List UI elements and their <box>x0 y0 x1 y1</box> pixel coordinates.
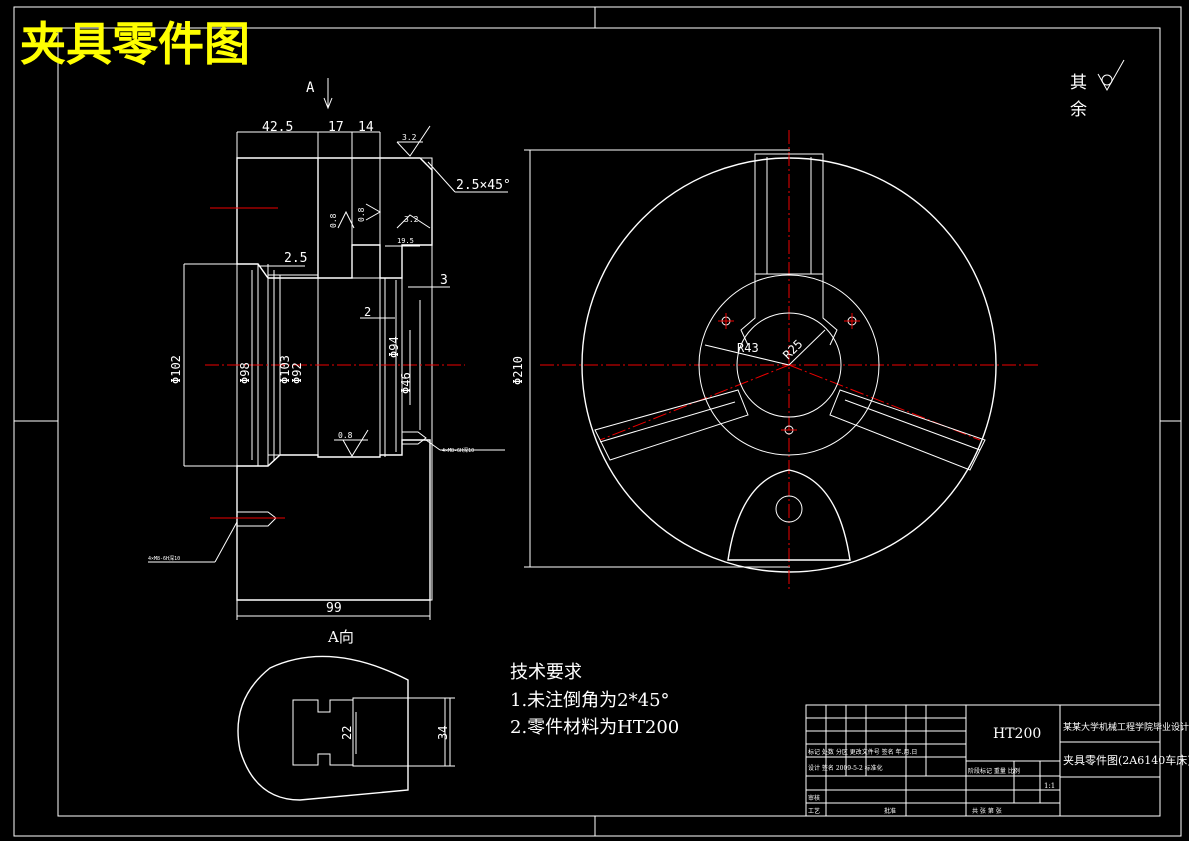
tb-school: 某某大学机械工程学院毕业设计 <box>1063 721 1189 733</box>
roughness-0-8-c: 0.8 <box>338 431 353 440</box>
drawing-title: 夹具零件图 <box>20 17 250 71</box>
dim-2-5: 2.5 <box>284 251 307 266</box>
tb-drawing-name: 夹具零件图(2A6140车床) <box>1063 753 1189 767</box>
tech-requirements: 技术要求 1.未注倒角为2*45° 2.零件材料为HT200 <box>510 662 679 738</box>
dim-phi102: Φ102 <box>169 355 183 384</box>
dim-phi46: Φ46 <box>399 372 413 394</box>
dim-chamfer: 2.5×45° <box>456 178 511 193</box>
sheet-frame <box>13 6 1182 837</box>
thread-callout-right: 4×M8-6H深10 <box>442 447 474 454</box>
roughness-other-label-2: 余 <box>1070 100 1087 120</box>
tech-heading: 技术要求 <box>510 662 582 683</box>
dim-14: 14 <box>358 120 374 135</box>
tech-item-2: 2.零件材料为HT200 <box>510 717 679 738</box>
tech-item-1: 1.未注倒角为2*45° <box>510 690 670 711</box>
dim-phi210: Φ210 <box>511 356 525 385</box>
front-view: Φ210 R43 R25 <box>511 130 1040 590</box>
tb-row5a: 工艺 <box>808 807 820 815</box>
dim-phi92: Φ92 <box>290 362 304 384</box>
a-view: A向 34 22 <box>237 628 455 801</box>
tb-row4a: 审核 <box>808 794 820 802</box>
view-label-a: A <box>306 80 315 96</box>
roughness-other-label-1: 其 <box>1070 73 1087 93</box>
dim-phi94: Φ94 <box>387 336 401 358</box>
roughness-0-8-b: 0.8 <box>357 207 366 222</box>
dim-34: 34 <box>436 726 450 740</box>
dim-r43: R43 <box>737 341 759 355</box>
dim-22: 22 <box>340 726 354 740</box>
roughness-0-8-a: 0.8 <box>329 213 338 228</box>
roughness-other-symbol: 其 余 <box>1070 59 1125 120</box>
dim-17: 17 <box>328 120 344 135</box>
tb-scale: 1:1 <box>1044 782 1055 790</box>
dim-r25: R25 <box>780 337 805 362</box>
tb-row2: 设计 签名 2009-5-2 标准化 <box>808 764 883 772</box>
dim-phi103: Φ103 <box>278 355 292 384</box>
dim-99: 99 <box>326 601 342 616</box>
dim-19-5: 19.5 <box>397 237 414 245</box>
tb-row5b: 批准 <box>884 807 896 815</box>
tb-material: HT200 <box>993 726 1041 742</box>
dim-3: 3 <box>440 273 448 288</box>
tb-row1: 标记 处数 分区 更改文件号 签名 年.月.日 <box>808 748 917 756</box>
dim-phi98: Φ98 <box>238 362 252 384</box>
thread-callout-left: 4×M8-6H深10 <box>148 555 180 562</box>
dim-2: 2 <box>364 305 371 319</box>
roughness-3-2-top: 3.2 <box>402 133 417 142</box>
tb-row5c: 共 张 第 张 <box>972 807 1002 815</box>
roughness-3-2-side: 3.2 <box>404 215 419 224</box>
a-view-label: A向 <box>327 628 354 646</box>
title-block: HT200 某某大学机械工程学院毕业设计 夹具零件图(2A6140车床) 标记 … <box>805 704 1189 817</box>
dim-42-5: 42.5 <box>262 120 293 135</box>
tb-row3: 阶段标记 重量 比例 <box>968 767 1020 775</box>
section-view: 42.5 17 14 A 3.2 2.5×45° 0.8 0.8 3.2 19.… <box>148 78 511 620</box>
